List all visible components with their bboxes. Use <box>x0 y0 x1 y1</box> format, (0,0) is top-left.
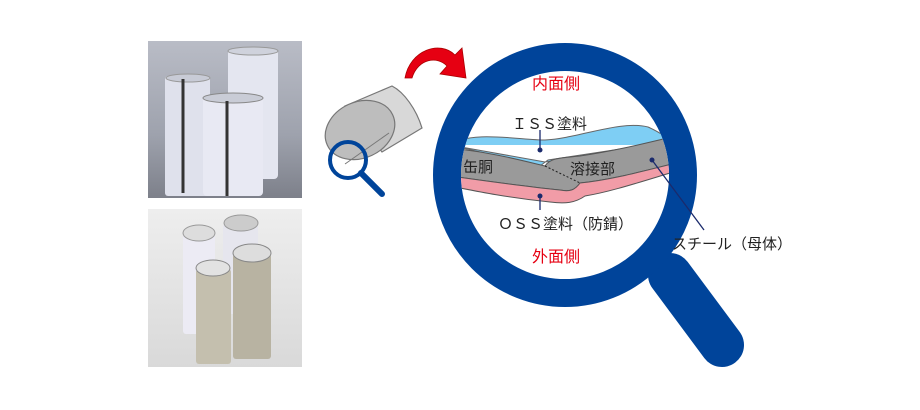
curved-arrow-icon <box>404 47 467 79</box>
can-body-label: 缶胴 <box>463 158 494 176</box>
cylinder-icon <box>324 85 423 165</box>
steel-label: スチール（母体） <box>672 235 793 253</box>
photo-aerosol-cans <box>148 209 302 367</box>
small-magnifier-icon <box>328 140 385 197</box>
magnifier-icon <box>433 43 744 367</box>
leader-lines <box>537 130 705 231</box>
oss-coating-label: ＯＳＳ塗料（防錆） <box>498 215 634 233</box>
layer-cross-section <box>461 124 669 204</box>
beverage-cans-illustration <box>165 46 279 196</box>
weld-label: 溶接部 <box>570 160 616 178</box>
inner-side-label: 内面側 <box>532 74 581 93</box>
aerosol-cans-illustration <box>182 214 272 364</box>
iss-coating-label: ＩＳＳ塗料 <box>512 115 588 133</box>
oss-layer <box>461 161 669 204</box>
photo-beverage-cans <box>148 41 302 198</box>
outer-side-label: 外面側 <box>532 247 581 266</box>
